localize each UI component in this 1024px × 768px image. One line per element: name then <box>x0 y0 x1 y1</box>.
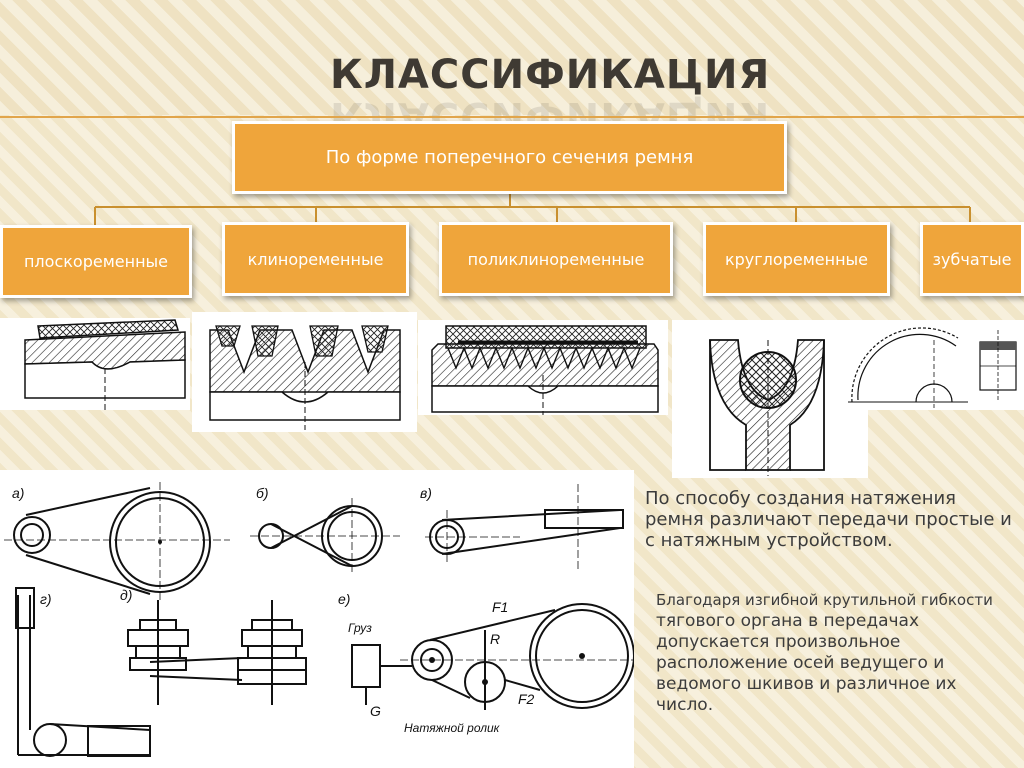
category-toothed: зубчатые <box>920 222 1024 296</box>
flexibility-paragraph: Благодаря изгибной крутильной гибкости т… <box>656 590 1016 716</box>
v-belt-section <box>192 312 417 432</box>
callout-g: G <box>370 703 381 719</box>
label-e: е) <box>338 591 350 607</box>
category-v-belt: клиноременные <box>222 222 409 296</box>
category-round: круглоременные <box>703 222 890 296</box>
header-band <box>0 0 1024 115</box>
header-rule <box>0 116 1024 118</box>
flexibility-rest: тягового органа в передачах допускается … <box>656 611 957 715</box>
label-v: в) <box>420 485 432 501</box>
label-b: б) <box>256 485 269 501</box>
label-g: г) <box>40 591 52 607</box>
callout-weight: Груз <box>348 621 372 635</box>
poly-v-belt-section <box>418 320 668 415</box>
slide-title: КЛАССИФИКАЦИЯ <box>330 52 771 98</box>
label-a: а) <box>12 485 24 501</box>
label-d: д) <box>120 587 132 603</box>
flat-belt-section <box>0 318 190 410</box>
category-flat: плоскоременные <box>0 225 192 298</box>
category-poly-v: поликлиноременные <box>439 222 673 296</box>
flexibility-lead: Благодаря изгибной крутильной гибкости <box>656 591 993 609</box>
callout-r: R <box>490 631 500 647</box>
tension-paragraph: По способу создания натяжения ремня разл… <box>645 488 1012 551</box>
tree-root-box: По форме поперечного сечения ремня <box>232 121 787 194</box>
round-belt-section <box>672 320 868 478</box>
callout-roller: Натяжной ролик <box>404 721 501 735</box>
toothed-belt-section <box>848 320 1024 410</box>
callout-f1: F1 <box>492 599 508 615</box>
drive-schemes-panel: а) б) в) г) д) е) Груз Натяжной ролик F1… <box>0 470 634 768</box>
callout-f2: F2 <box>518 691 535 707</box>
